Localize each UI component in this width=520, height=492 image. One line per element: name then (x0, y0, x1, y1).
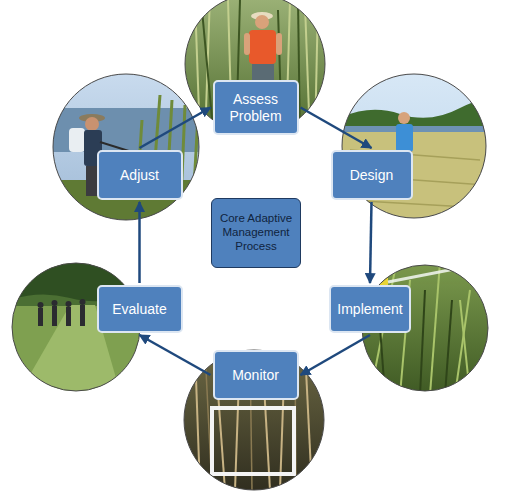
field-walk-photo-part-part (66, 301, 72, 307)
reed-photo-part (180, 0, 330, 140)
spray-photo-part-part (455, 290, 470, 395)
field-photo-part (340, 132, 490, 222)
field-walk-photo-part-part (52, 306, 57, 326)
quadrat-photo (180, 346, 330, 492)
quadrat-photo-part (212, 408, 294, 474)
quadrat-photo-part-part (195, 350, 200, 490)
quadrat-photo-part (195, 350, 312, 490)
reed-photo (180, 0, 330, 140)
reed-photo-part (249, 30, 276, 64)
cycle-arrow (370, 202, 372, 283)
reed-photo-part (202, 0, 300, 140)
reed-photo-part-part (305, 5, 310, 140)
reed-photo-part (276, 33, 282, 55)
step-label: Core Adaptive Management Process (218, 212, 294, 253)
step-label: Implement (337, 301, 402, 317)
quadrat-photo-part (180, 346, 330, 492)
photo-frame (185, 0, 325, 134)
spray-photo-part-part (460, 300, 470, 395)
step-label: Design (350, 167, 394, 183)
step-label: Adjust (120, 167, 159, 183)
reed-photo-part (255, 15, 269, 29)
cycle-arrow (140, 335, 211, 375)
field-photo-part (396, 124, 413, 152)
step-box: Evaluate (97, 285, 183, 333)
step-label: Assess Problem (221, 91, 291, 123)
step-box: Implement (329, 285, 411, 333)
field-walk-photo-part-part (66, 307, 71, 326)
photo-frame (53, 74, 199, 220)
reed-photo-part-part (315, 0, 318, 140)
step-box: Assess Problem (213, 80, 299, 135)
sprayer-photo (50, 72, 204, 225)
field-walk-photo-part-part (80, 299, 86, 305)
field-photo-part (340, 101, 490, 130)
field-walk-photo-part-part (52, 300, 58, 306)
field-photo-part (398, 112, 410, 124)
step-box: Monitor (213, 350, 299, 400)
reed-photo-part (195, 0, 318, 140)
step-box: Design (331, 150, 413, 200)
spray-photo-part-part (445, 300, 452, 395)
cycle-arrow (301, 335, 371, 375)
center-box: Core Adaptive Management Process (211, 198, 301, 268)
spray-photo-part (370, 259, 384, 273)
sprayer-photo-part (50, 108, 204, 152)
step-box: Adjust (97, 150, 183, 200)
field-walk-photo-part (38, 299, 86, 326)
field-photo-part-part (345, 200, 485, 208)
step-label: Monitor (232, 367, 279, 383)
field-walk-photo-part-part (38, 308, 43, 326)
reed-photo-part (244, 33, 250, 55)
cycle-arrow (138, 202, 141, 283)
spray-photo-part-part (420, 290, 425, 395)
cycle-arrow (140, 108, 211, 149)
cycle-arrow (301, 108, 372, 149)
field-walk-photo-part-part (80, 305, 85, 326)
field-walk-photo-part-part (38, 302, 44, 308)
sprayer-photo-part (69, 128, 85, 152)
spray-photo-part-part (430, 262, 440, 395)
sprayer-photo-part (50, 72, 204, 222)
sprayer-photo-part (85, 117, 99, 131)
step-label: Evaluate (112, 301, 166, 317)
